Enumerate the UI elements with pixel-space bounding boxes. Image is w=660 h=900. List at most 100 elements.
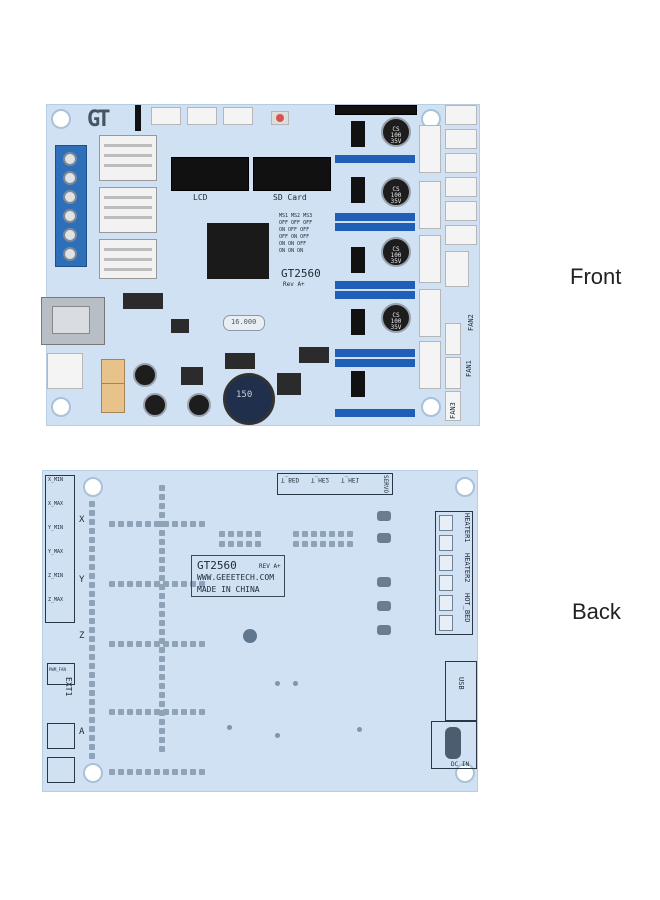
endstop-label: Z_MIN	[48, 573, 64, 579]
endstop-label: Z_MAX	[48, 597, 64, 603]
capacitor-100uf: CS 100 35V	[381, 117, 411, 147]
driver-header-blue	[335, 349, 415, 357]
top-label: T_HE2	[311, 476, 330, 483]
motor-connector	[419, 125, 441, 173]
dc-in-pad	[445, 727, 461, 759]
pad-row	[109, 581, 205, 587]
white-connector	[151, 107, 181, 125]
heater-pad	[439, 555, 453, 571]
white-connector	[223, 107, 253, 125]
ms-jumpers	[351, 121, 365, 147]
model-label: GT2560	[197, 559, 237, 572]
solder-pad	[377, 511, 391, 521]
voltage-regulator	[277, 373, 301, 395]
via	[227, 725, 232, 730]
capacitor	[143, 393, 167, 417]
usb-label: USB	[457, 677, 465, 690]
endstop-label: Y_MAX	[48, 549, 64, 555]
ms-row: ON ON ON	[279, 248, 304, 254]
hot-bed-label: HOT_BED	[463, 593, 471, 623]
pwm-fan-box	[47, 663, 75, 685]
driver-header-blue	[335, 281, 415, 289]
made-in-label: MADE IN CHINA	[197, 585, 260, 594]
fan-connector	[445, 323, 461, 355]
sd-card-label: SD Card	[273, 193, 307, 202]
endstop-label: X_MAX	[48, 501, 64, 507]
pad-column	[159, 485, 165, 752]
endstop-connector	[445, 225, 477, 245]
ms-jumpers	[351, 177, 365, 203]
thermistor-connector	[445, 251, 469, 287]
heater-pad	[439, 535, 453, 551]
reset-button	[271, 111, 289, 125]
revision-label: REV A+	[259, 563, 281, 570]
mosfet-heatsink	[99, 187, 157, 233]
driver-header-blue	[335, 409, 415, 417]
heater2-label: HEATER2	[463, 553, 471, 583]
endstop-connector	[445, 105, 477, 125]
pad-row	[109, 769, 205, 775]
fan3-label: FAN3	[449, 402, 457, 419]
heater-pad	[439, 575, 453, 591]
thermistor-block	[277, 473, 393, 495]
mount-hole	[421, 397, 441, 417]
connector-outline	[47, 723, 75, 749]
usb-b-port	[41, 297, 105, 345]
top-label: SERVO	[382, 475, 389, 494]
revision-label: Rev A+	[283, 281, 305, 288]
usb-outline	[445, 661, 477, 721]
crystal-oscillator: 16.000	[223, 315, 265, 331]
model-label: GT2560	[281, 267, 321, 280]
pad-group	[219, 531, 261, 537]
fan1-label: FAN1	[465, 360, 473, 377]
mosfet-heatsink	[99, 239, 157, 279]
fan-connector	[445, 357, 461, 389]
fan-connector	[445, 391, 461, 421]
capacitor-100uf: CS 100 35V	[381, 177, 411, 207]
dc-in-label: DC IN	[451, 761, 470, 768]
driver-header-blue	[335, 291, 415, 299]
smd-chip	[299, 347, 329, 363]
capacitor-100uf: CS 100 35V	[381, 303, 411, 333]
endstop-connector	[445, 177, 477, 197]
geeetech-logo: GT	[87, 107, 110, 132]
smd-chip	[171, 319, 189, 333]
ms-row: OFF ON OFF	[279, 234, 310, 240]
pad-row	[109, 709, 205, 715]
pin-header	[135, 105, 141, 131]
ms-row: ON ON OFF	[279, 241, 307, 247]
ms-jumpers	[351, 247, 365, 273]
mount-hole	[51, 109, 71, 129]
endstop-connector	[445, 153, 477, 173]
back-caption: Back	[572, 599, 621, 624]
axis-x-label: X	[79, 515, 85, 525]
mount-hole	[83, 477, 103, 497]
lcd-header	[171, 157, 249, 191]
dc-power-connector	[47, 353, 83, 389]
endstop-label: X_MIN	[48, 477, 64, 483]
label-box	[191, 555, 285, 597]
motor-connector	[419, 341, 441, 389]
heater-pad	[439, 595, 453, 611]
driver-header-blue	[335, 213, 415, 221]
microstep-table: MS1 MS2 MS3 OFF OFF OFF ON OFF OFF OFF O…	[279, 213, 343, 255]
pad-row	[109, 521, 205, 527]
back-board-image: X_MIN X_MAX Y_MIN Y_MAX Z_MIN Z_MAX X Y …	[42, 470, 478, 792]
capacitor-100uf: CS 100 35V	[381, 237, 411, 267]
pad-row	[109, 641, 205, 647]
capacitor	[133, 363, 157, 387]
driver-header	[335, 105, 417, 115]
connector-outline	[47, 757, 75, 783]
motor-connector	[419, 181, 441, 229]
pad-group	[293, 531, 353, 537]
sd-card-header	[253, 157, 331, 191]
solder-pad	[377, 625, 391, 635]
endstop-block	[45, 475, 75, 623]
endstop-connector	[445, 201, 477, 221]
axis-z-label: Z	[79, 631, 85, 641]
fuse	[101, 383, 125, 413]
axis-y-label: Y	[79, 575, 85, 585]
motor-connector	[419, 289, 441, 337]
top-label: T_HE1	[341, 476, 360, 483]
fiducial	[243, 629, 257, 643]
